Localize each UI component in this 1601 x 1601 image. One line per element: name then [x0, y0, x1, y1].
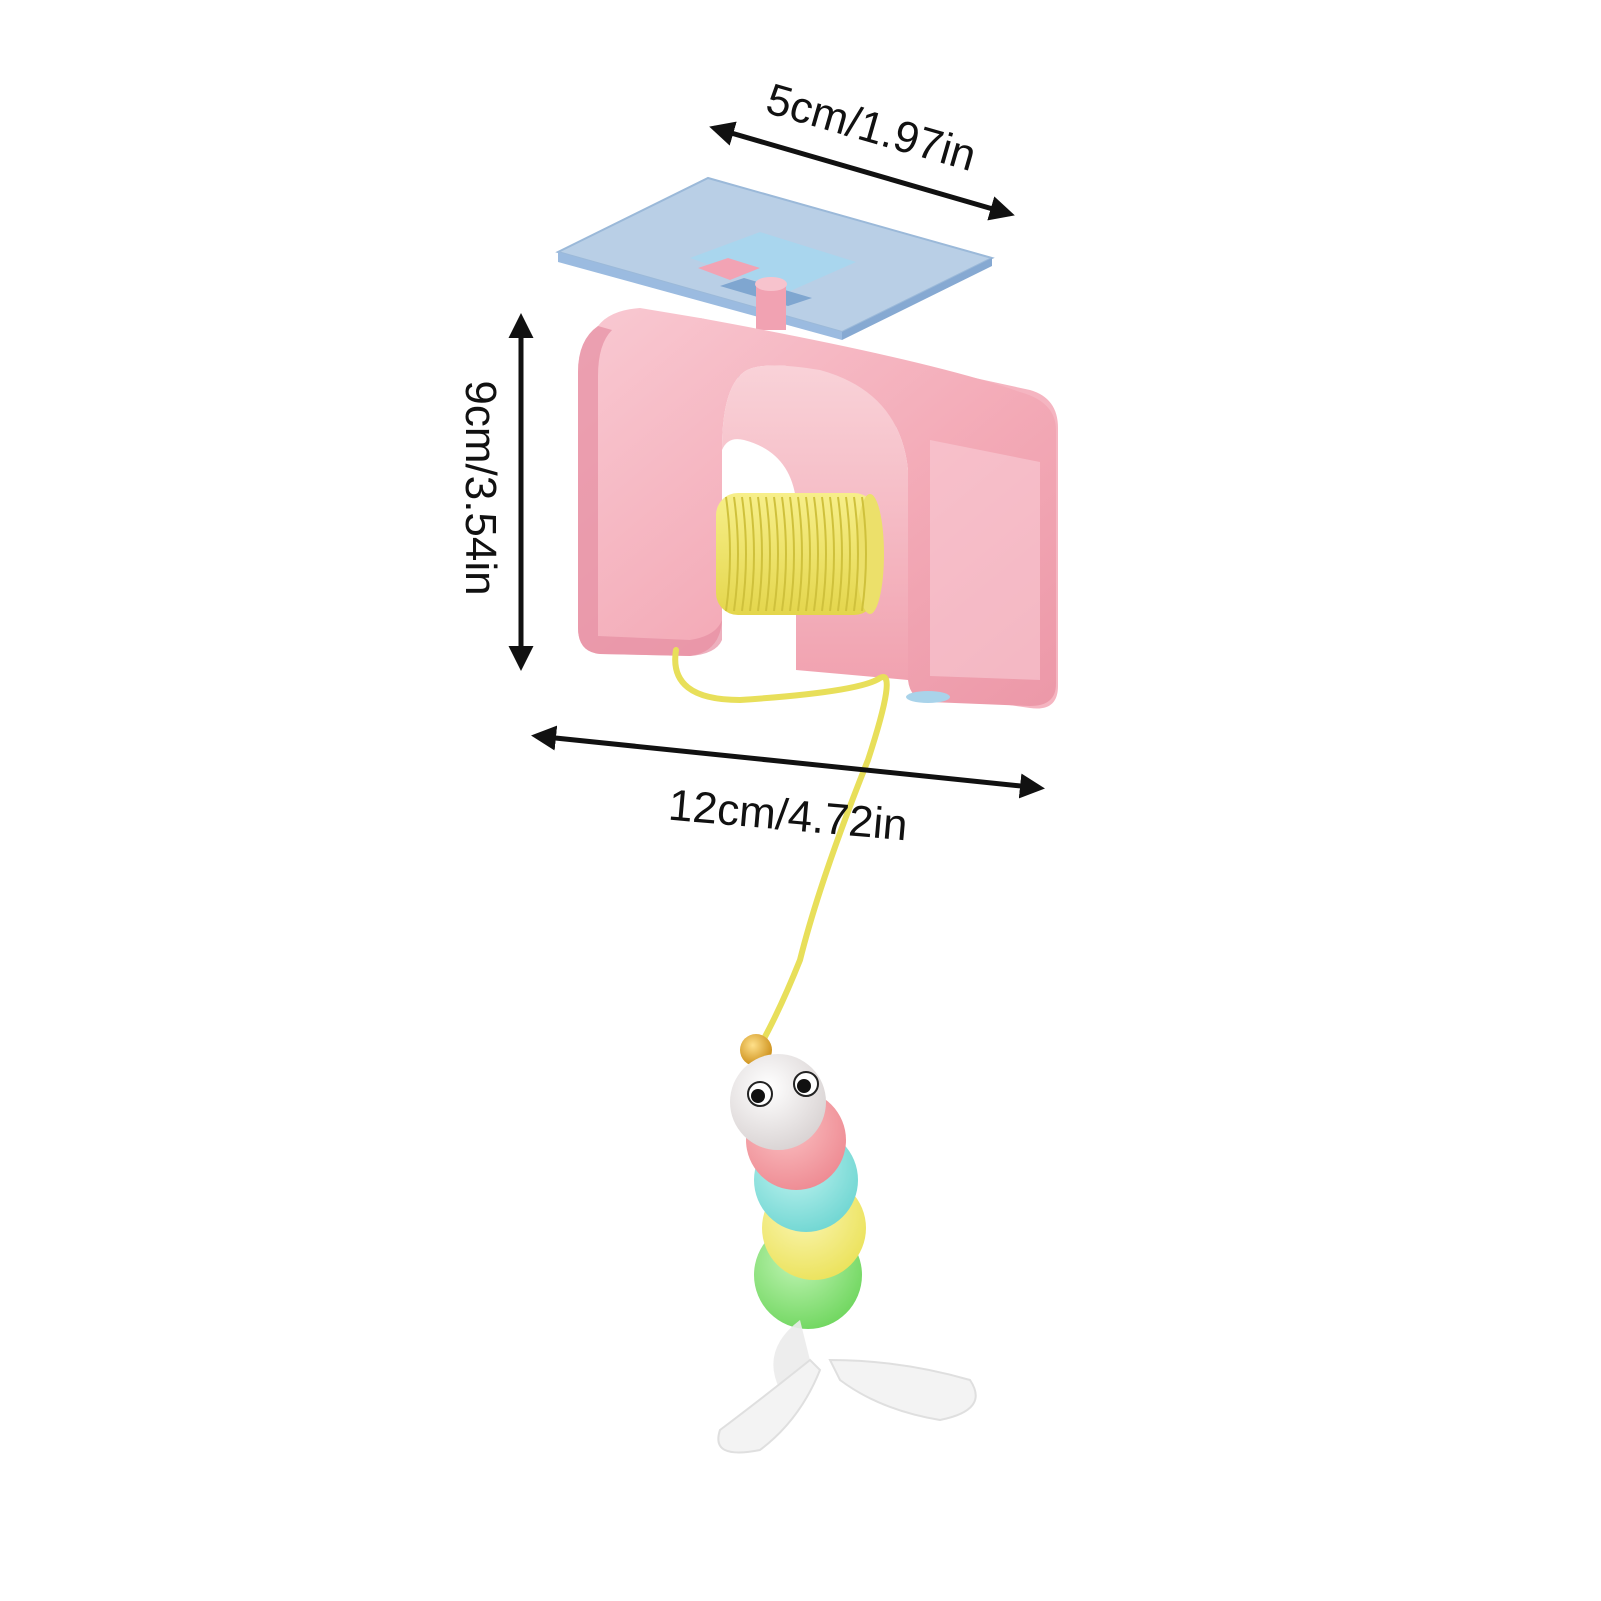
spring-ridge [837, 496, 843, 612]
spring-ridge [789, 496, 795, 612]
spring-ridge [813, 496, 819, 612]
spring-ridge [749, 496, 755, 612]
feathers [717, 1320, 977, 1454]
top-width-label: 5cm/1.97in [761, 74, 981, 180]
swivel-stem [755, 277, 787, 330]
spring-ridge [741, 496, 747, 612]
spring-ridge [781, 496, 787, 612]
spring-ridge [861, 496, 867, 612]
bottom-width-arrow [531, 725, 1045, 799]
spring-ridge [765, 496, 771, 612]
toy-string [672, 647, 890, 1049]
bottom-width-label: 12cm/4.72in [667, 781, 910, 851]
top-width-arrow [709, 121, 1015, 221]
spring-ridge [797, 496, 803, 612]
caterpillar-toy [730, 1034, 866, 1329]
spring-ridge [845, 496, 851, 612]
spring-ridge [853, 496, 859, 612]
spring-ridge [725, 496, 731, 612]
spring-coil [716, 493, 884, 615]
spring-ridge [773, 496, 779, 612]
height-label: 9cm/3.54in [456, 380, 505, 595]
spring-ridge [821, 496, 827, 612]
spring-ridge [733, 496, 739, 612]
spring-ridge [757, 496, 763, 612]
spring-ridge [829, 496, 835, 612]
spring-ridge [805, 496, 811, 612]
caterpillar-head [730, 1054, 826, 1150]
